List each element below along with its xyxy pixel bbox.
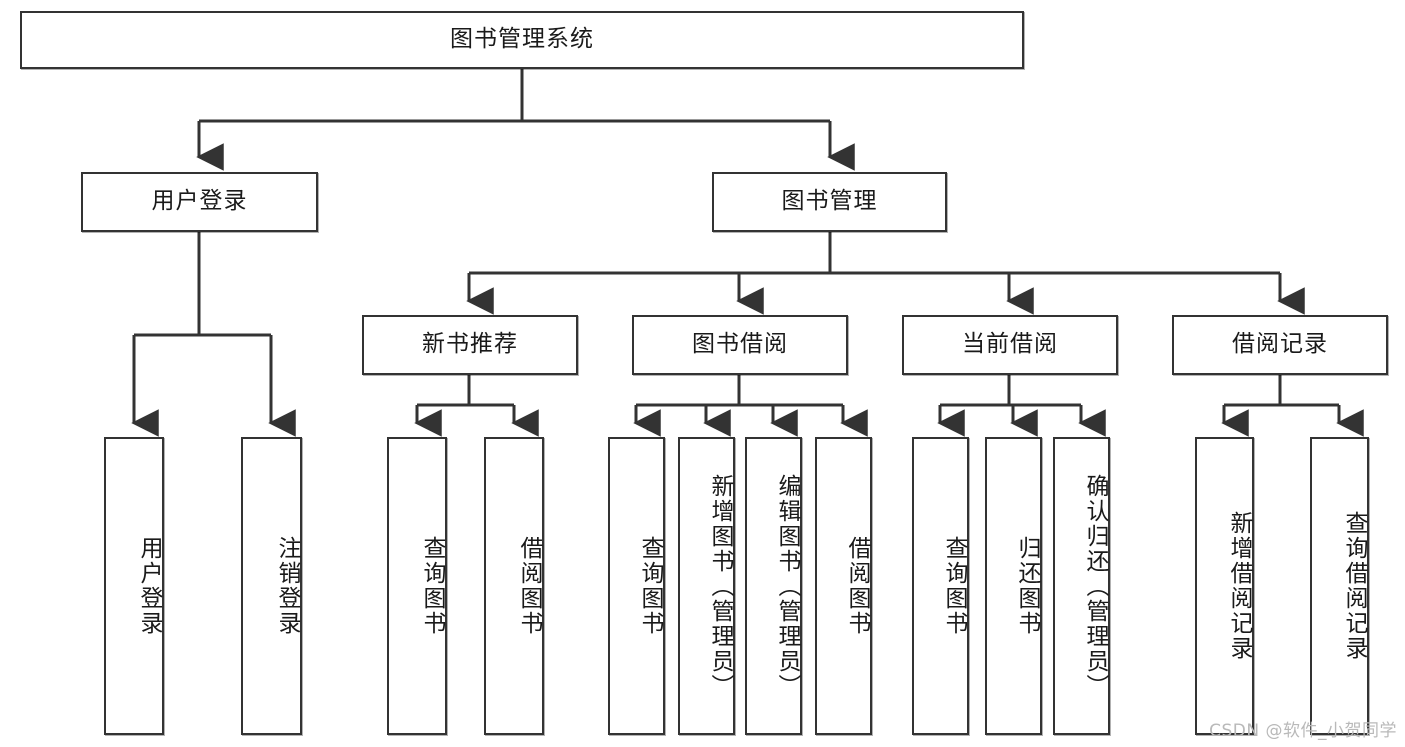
leaf-confirm-return-admin[interactable]: 确认归还（管理员） <box>1053 437 1110 735</box>
node-root[interactable]: 图书管理系统 <box>20 11 1024 69</box>
leaf-query-book-recommend[interactable]: 查询图书 <box>387 437 447 735</box>
node-book-borrow-label: 图书借阅 <box>692 331 788 358</box>
node-book-borrow[interactable]: 图书借阅 <box>632 315 848 375</box>
leaf-add-borrow-record[interactable]: 新增借阅记录 <box>1195 437 1254 735</box>
leaf-logout-label: 注销登录 <box>274 536 300 636</box>
leaf-borrow-book[interactable]: 借阅图书 <box>815 437 872 735</box>
leaf-query-book-current-label: 查询图书 <box>941 536 967 636</box>
leaf-confirm-return-admin-label: 确认归还（管理员） <box>1082 473 1108 699</box>
leaf-add-book-admin-label: 新增图书（管理员） <box>707 473 733 699</box>
leaf-query-book-borrow-label: 查询图书 <box>637 536 663 636</box>
leaf-user-login-label: 用户登录 <box>136 536 162 636</box>
leaf-query-book-borrow[interactable]: 查询图书 <box>608 437 665 735</box>
leaf-user-login[interactable]: 用户登录 <box>104 437 164 735</box>
csdn-watermark: CSDN @软件_小贺同学 <box>1209 721 1397 741</box>
node-new-book-recommend-label: 新书推荐 <box>422 331 518 358</box>
node-user-login-label: 用户登录 <box>151 188 248 215</box>
leaf-return-book-label: 归还图书 <box>1014 536 1040 636</box>
node-current-borrow-label: 当前借阅 <box>962 331 1058 358</box>
node-current-borrow[interactable]: 当前借阅 <box>902 315 1118 375</box>
node-borrow-record-label: 借阅记录 <box>1232 331 1328 358</box>
leaf-query-book-current[interactable]: 查询图书 <box>912 437 969 735</box>
node-borrow-record[interactable]: 借阅记录 <box>1172 315 1388 375</box>
leaf-query-book-recommend-label: 查询图书 <box>419 536 445 636</box>
leaf-edit-book-admin-label: 编辑图书（管理员） <box>774 473 800 699</box>
leaf-add-borrow-record-label: 新增借阅记录 <box>1226 511 1252 661</box>
node-new-book-recommend[interactable]: 新书推荐 <box>362 315 578 375</box>
node-book-management-label: 图书管理 <box>781 188 878 215</box>
leaf-add-book-admin[interactable]: 新增图书（管理员） <box>678 437 735 735</box>
leaf-borrow-book-recommend-label: 借阅图书 <box>516 536 542 636</box>
leaf-edit-book-admin[interactable]: 编辑图书（管理员） <box>745 437 802 735</box>
leaf-borrow-book-recommend[interactable]: 借阅图书 <box>484 437 544 735</box>
leaf-query-borrow-record[interactable]: 查询借阅记录 <box>1310 437 1369 735</box>
leaf-query-borrow-record-label: 查询借阅记录 <box>1341 511 1367 661</box>
node-user-login[interactable]: 用户登录 <box>81 172 318 232</box>
leaf-return-book[interactable]: 归还图书 <box>985 437 1042 735</box>
leaf-borrow-book-label: 借阅图书 <box>844 536 870 636</box>
node-book-management[interactable]: 图书管理 <box>712 172 947 232</box>
node-root-label: 图书管理系统 <box>450 26 594 53</box>
leaf-logout[interactable]: 注销登录 <box>241 437 302 735</box>
